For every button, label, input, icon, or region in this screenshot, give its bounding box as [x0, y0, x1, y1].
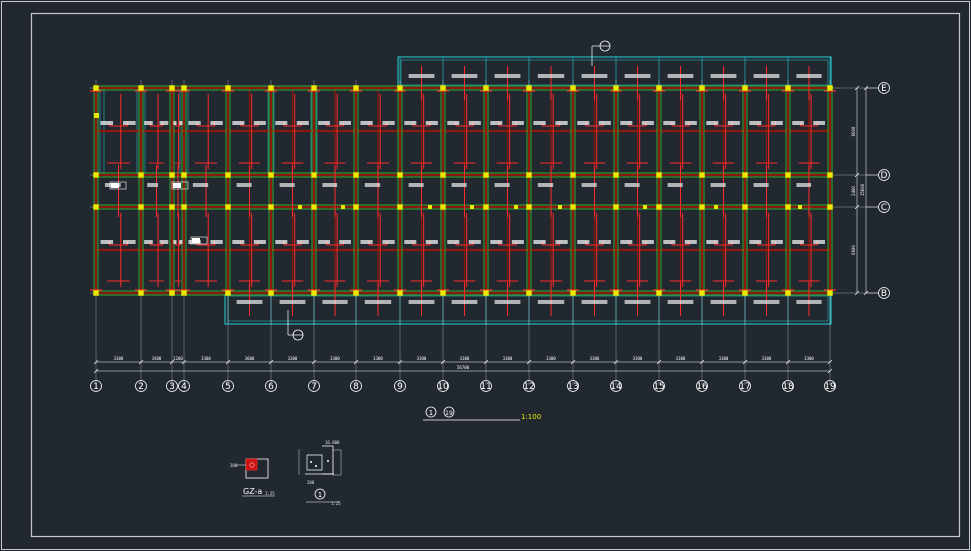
- axis-bubble-16: 16: [696, 380, 708, 392]
- svg-text:200: 200: [230, 463, 238, 468]
- bottom-dimension-text: 3300: [590, 356, 600, 361]
- axis-bubble-9: 9: [394, 380, 406, 392]
- axis-bubble-label: 19: [824, 382, 836, 392]
- bottom-dimension-text: 3300: [460, 356, 470, 361]
- beam-layer: [94, 86, 832, 295]
- axis-bubble-label: 8: [353, 382, 359, 392]
- axis-bubble-label: 15: [653, 382, 664, 392]
- plan-title-circle-text: 1: [429, 409, 433, 417]
- axis-bubble-15: 15: [653, 380, 665, 392]
- bottom-dimension-text: 3300: [201, 356, 211, 361]
- axis-bubble-label: 17: [739, 382, 750, 392]
- axis-bubble-E: E: [866, 82, 890, 94]
- bottom-dimension-text: 3300: [546, 356, 556, 361]
- axis-bubble-label: 7: [311, 382, 317, 392]
- detail-gz: 200 GZ-a 1:25: [230, 458, 275, 497]
- axis-bubble-5: 5: [222, 380, 234, 392]
- section-marker-bottom: [287, 310, 304, 341]
- detail-section-1: 16.800 200 1 1:25: [298, 440, 341, 506]
- dimension-texts: 3300 3400 1200 3300 3600 3300 3300 3300 3300 3300…: [114, 126, 865, 370]
- overall-dimension-text: 56700: [457, 365, 470, 370]
- axis-bubble-2: 2: [135, 380, 147, 392]
- axis-bubble-label: 13: [567, 382, 578, 392]
- axis-bubble-C: C: [866, 201, 890, 213]
- axis-bubble-12: 12: [523, 380, 535, 392]
- bottom-dimension-text: 3300: [373, 356, 383, 361]
- axis-bubble-D: D: [866, 169, 890, 181]
- axis-bubble-14: 14: [610, 380, 622, 392]
- column-markers: [93, 85, 833, 296]
- detail-section-scale: 1:25: [331, 501, 341, 506]
- axis-bubble-8: 8: [350, 380, 362, 392]
- axis-bubble-label: 18: [782, 382, 794, 392]
- axis-bubble-label: 3: [169, 382, 175, 392]
- bottom-dimension-text: 3300: [288, 356, 298, 361]
- axis-bubble-label: 16: [696, 382, 708, 392]
- detail-section-label: 1: [318, 491, 322, 499]
- axis-bubble-label: 6: [268, 382, 274, 392]
- bottom-cantilever-outline: [224, 292, 832, 325]
- right-dimension-text: 6600: [851, 245, 856, 255]
- wall-outline-layer: [93, 85, 833, 296]
- axis-bubble-label: B: [881, 289, 887, 299]
- svg-text:16.800: 16.800: [325, 440, 340, 445]
- axis-bubble-13: 13: [567, 380, 579, 392]
- axis-bubble-label: 10: [437, 382, 449, 392]
- detail-gz-scale: 1:25: [265, 491, 275, 496]
- axis-bubble-10: 10: [437, 380, 449, 392]
- axis-bubble-18: 18: [782, 380, 794, 392]
- bottom-dimension-text: 3300: [804, 356, 814, 361]
- axis-bubble-label: D: [881, 171, 888, 181]
- dimension-lines: [93, 85, 869, 374]
- inner-frame: [30, 12, 961, 538]
- axis-bubble-6: 6: [265, 380, 277, 392]
- bottom-dimension-text: 3300: [330, 356, 340, 361]
- axis-bubble-label: 9: [397, 382, 403, 392]
- plan-title: 1 19 1:100: [423, 406, 541, 421]
- axis-bubble-B: B: [866, 287, 890, 299]
- svg-text:200: 200: [307, 480, 315, 485]
- bottom-dimension-text: 3600: [245, 356, 255, 361]
- axis-bubble-19: 19: [824, 380, 836, 392]
- plan-scale: 1:100: [521, 413, 541, 421]
- rebar-annotations: [90, 66, 836, 316]
- axis-bubble-label: 5: [225, 382, 231, 392]
- right-overall-dimension-text: 15600: [860, 183, 865, 196]
- axis-bubble-label: 4: [181, 382, 187, 392]
- bottom-dimension-text: 3300: [676, 356, 686, 361]
- axis-bubble-4: 4: [178, 380, 190, 392]
- axis-bubble-label: 2: [138, 382, 144, 392]
- right-dimension-text: 6600: [851, 126, 856, 136]
- bottom-dimension-text: 3300: [417, 356, 427, 361]
- axis-bubble-3: 3: [166, 380, 178, 392]
- bottom-dimension-text: 3300: [762, 356, 772, 361]
- axis-bubble-17: 17: [739, 380, 751, 392]
- axis-bubble-7: 7: [308, 380, 320, 392]
- row-axis-bubbles: E D C B: [866, 82, 890, 299]
- bottom-dimension-text: 3300: [114, 356, 124, 361]
- plan-title-circle-text-2: 19: [445, 410, 453, 417]
- bottom-dimension-text: 3300: [633, 356, 643, 361]
- axis-bubble-11: 11: [480, 380, 492, 392]
- bottom-dimension-text: 1200: [173, 356, 183, 361]
- axis-bubble-label: 14: [610, 382, 622, 392]
- bottom-dimension-text: 3300: [719, 356, 729, 361]
- section-marker-top: [591, 40, 611, 66]
- axis-bubble-label: 1: [93, 382, 99, 392]
- axis-bubble-label: 11: [480, 382, 491, 392]
- axis-bubble-label: E: [881, 84, 887, 94]
- axis-bubble-label: 12: [523, 382, 534, 392]
- detail-gz-label: GZ-a: [243, 487, 262, 496]
- axis-bubble-label: C: [881, 203, 887, 213]
- bottom-dimension-text: 3300: [503, 356, 513, 361]
- right-dimension-text: 2400: [851, 186, 856, 196]
- bottom-dimension-text: 3400: [152, 356, 162, 361]
- axis-bubble-1: 1: [90, 380, 102, 392]
